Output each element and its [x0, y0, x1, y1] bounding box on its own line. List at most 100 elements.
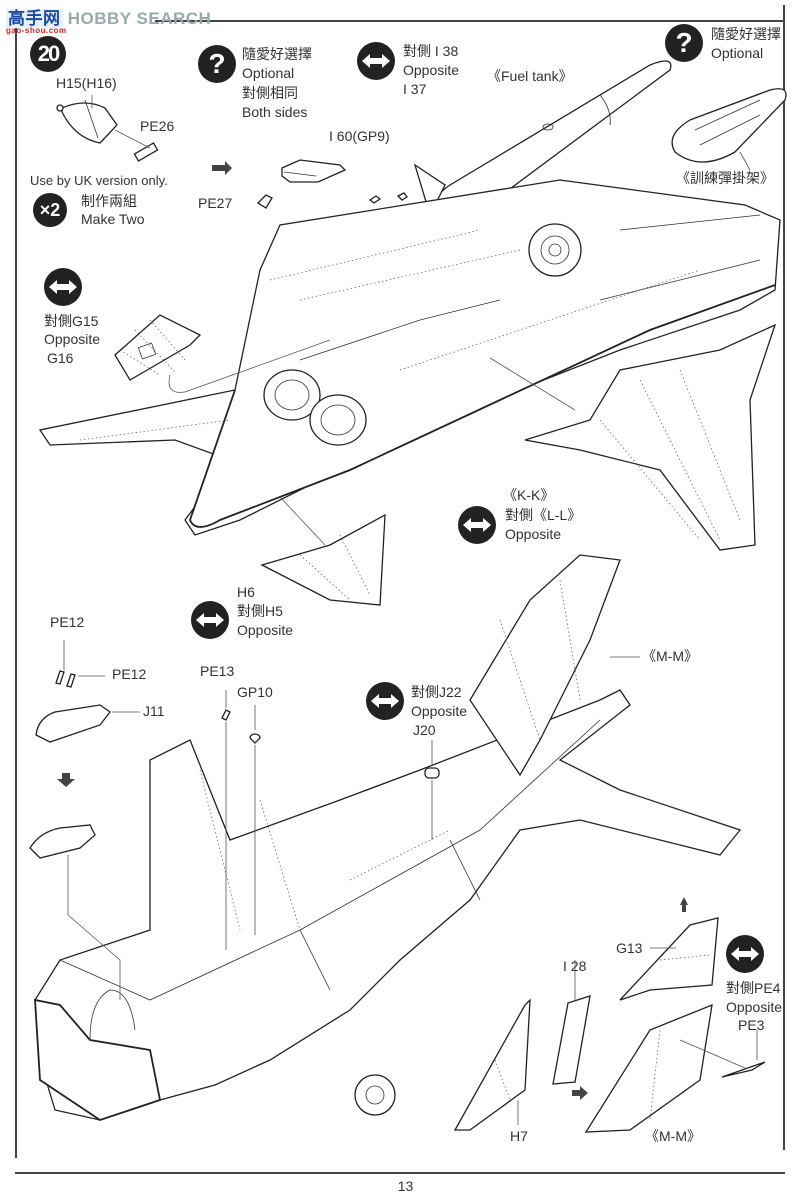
- opposite-kk-line0: 《K-K》: [503, 487, 555, 503]
- optional-en: Optional: [242, 65, 295, 81]
- watermark-subtext: gao-shou.com: [6, 26, 67, 35]
- direction-arrow-3: [572, 1086, 588, 1100]
- part-h6-panel: [260, 513, 386, 606]
- watermark-brand: HOBBY SEARCH: [67, 9, 212, 28]
- make-two-zh: 制作兩組: [81, 193, 137, 209]
- opposite-i38-line3: I 37: [403, 81, 427, 97]
- double-arrow-icon: [726, 935, 764, 973]
- label-j11: J11: [143, 703, 165, 719]
- part-pe27: [256, 194, 273, 209]
- part-h15-pod: [56, 99, 118, 144]
- leader-g16: [168, 339, 331, 393]
- aircraft-underside-view: [38, 179, 781, 536]
- frame-bottom-rule: [15, 1172, 785, 1174]
- opposite-g15-line3: G16: [47, 350, 74, 366]
- opposite-g15-line2: Opposite: [44, 331, 101, 347]
- part-pe13: [221, 709, 231, 721]
- optional-zh: 隨愛好選擇: [242, 46, 312, 62]
- direction-arrow-4: [680, 897, 688, 912]
- part-kk-fin: [524, 323, 777, 551]
- part-pe12-b: [66, 673, 76, 688]
- label-h15: H15(H16): [56, 75, 117, 91]
- opposite-i38-line2: Opposite: [403, 62, 460, 78]
- part-canopy: [29, 824, 96, 859]
- part-i38: [396, 192, 408, 201]
- double-arrow-icon: [366, 682, 404, 720]
- opposite-h5-line2: Opposite: [237, 622, 294, 638]
- note-uk-only: Use by UK version only.: [30, 173, 168, 188]
- leader-canopy: [67, 855, 121, 1000]
- double-arrow-icon: [458, 506, 496, 544]
- part-i60: [368, 195, 382, 204]
- label-gp10: GP10: [237, 684, 273, 700]
- question-icon: ?: [665, 24, 703, 62]
- opposite-h5-line1: 對側H5: [237, 603, 283, 619]
- part-j11: [35, 704, 111, 743]
- both-sides-en: Both sides: [242, 104, 308, 120]
- opposite-j22-line1: 對側J22: [411, 684, 462, 700]
- label-fuel-tank: 《Fuel tank》: [487, 68, 573, 84]
- leaders-pe13-gp10: [225, 690, 256, 950]
- part-mm-tail: [584, 1003, 713, 1133]
- opposite-i38-line1: 對側 I 38: [403, 43, 459, 59]
- step-number-badge: 20: [30, 36, 66, 72]
- optional-right-zh: 隨愛好選擇: [711, 26, 781, 42]
- part-pe12-a: [55, 670, 65, 685]
- opposite-pe4-line3: PE3: [738, 1017, 765, 1033]
- opposite-kk-line1: 對側《L-L》: [505, 507, 582, 523]
- opposite-j22-line2: Opposite: [411, 703, 468, 719]
- part-h7-tail: [453, 998, 531, 1131]
- label-pe13: PE13: [200, 663, 235, 679]
- direction-arrow-1: [212, 161, 232, 175]
- opposite-h5-line0: H6: [237, 584, 255, 600]
- double-arrow-icon: [44, 268, 82, 306]
- label-pe27: PE27: [198, 195, 233, 211]
- part-g13: [619, 917, 719, 1001]
- part-j20: [424, 767, 440, 779]
- label-g13: G13: [616, 940, 643, 956]
- make-two-badge: ×2: [33, 193, 67, 227]
- optional-right-en: Optional: [711, 45, 764, 61]
- label-i60: I 60(GP9): [329, 128, 390, 144]
- frame-right-rule: [783, 5, 785, 1150]
- aircraft-upper-view: [34, 554, 742, 1121]
- double-arrow-icon: [191, 601, 229, 639]
- leader-h6: [279, 496, 326, 546]
- direction-arrow-2: [57, 773, 75, 787]
- label-mm-bottom: 《M-M》: [645, 1128, 701, 1144]
- part-pe3: [721, 1061, 766, 1078]
- frame-top-rule: [155, 20, 783, 22]
- page-number: 13: [397, 1178, 414, 1194]
- label-pe26: PE26: [140, 118, 175, 134]
- leader-kk: [489, 357, 576, 411]
- both-sides-zh: 對側相同: [242, 85, 298, 101]
- double-arrow-icon: [357, 42, 395, 80]
- frame-left-rule: [15, 28, 17, 1158]
- label-pe12-b: PE12: [112, 666, 147, 682]
- watermark: 高手网 HOBBY SEARCH gao-shou.com: [6, 4, 212, 35]
- opposite-pe4-line2: Opposite: [726, 999, 783, 1015]
- leaders-pe12-j11: [63, 640, 140, 713]
- make-two-en: Make Two: [81, 211, 145, 227]
- part-pe26: [133, 142, 159, 162]
- label-i28: I 28: [563, 958, 587, 974]
- leader-training-rack: [739, 151, 751, 171]
- part-gp10: [249, 733, 261, 744]
- part-g16-panel: [114, 314, 202, 381]
- opposite-kk-line2: Opposite: [505, 526, 562, 542]
- opposite-g15-line1: 對側G15: [44, 313, 99, 329]
- part-training-rack: [671, 88, 787, 163]
- opposite-j22-line3: J20: [413, 722, 436, 738]
- label-h7: H7: [510, 1128, 528, 1144]
- leader-pe26: [114, 129, 151, 149]
- part-i28: [552, 995, 591, 1085]
- question-icon: ?: [198, 45, 236, 83]
- opposite-pe4-line1: 對側PE4: [726, 980, 781, 996]
- watermark-logo: 高手网: [6, 9, 63, 28]
- part-optional-pod: [281, 159, 347, 183]
- label-training-rack: 《訓練彈掛架》: [676, 170, 774, 186]
- leader-pe3: [679, 1030, 758, 1069]
- label-pe12-a: PE12: [50, 614, 85, 630]
- label-mm-top: 《M-M》: [642, 648, 698, 664]
